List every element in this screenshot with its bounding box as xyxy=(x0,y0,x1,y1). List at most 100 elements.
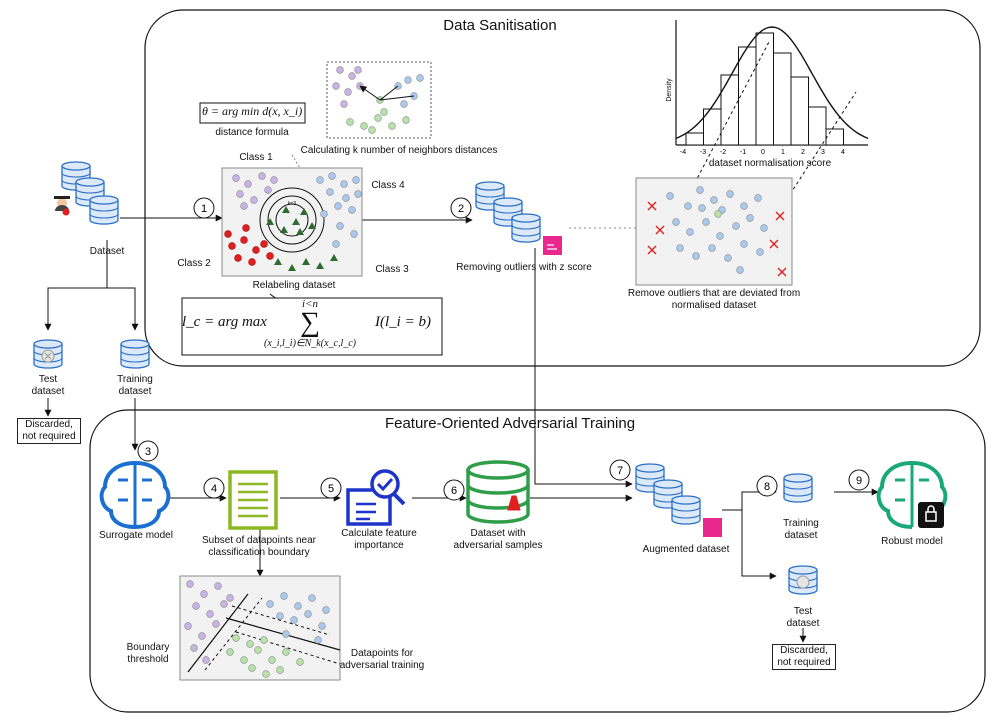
data-point xyxy=(334,202,342,210)
robust-label: Robust model xyxy=(881,536,943,547)
data-point xyxy=(336,222,344,230)
data-point-triangle xyxy=(292,218,300,225)
data-point xyxy=(326,188,334,196)
outlier-mark xyxy=(647,245,657,255)
data-point xyxy=(234,254,242,262)
training-dataset-bottom-label: Training dataset xyxy=(783,518,819,541)
augmented-label: Augmented dataset xyxy=(642,544,730,555)
step-number: 1 xyxy=(201,203,207,215)
adversarial-dataset-label: Dataset with adversarial samples xyxy=(453,528,543,551)
subset-label: Subset of datapoints near classification… xyxy=(202,535,316,558)
remove-outliers-note: Remove outliers that are deviated from n… xyxy=(627,288,801,311)
lc-formula-left: l_c = arg max xyxy=(182,314,267,330)
data-point xyxy=(404,76,412,84)
boundary-threshold-label: Boundary threshold xyxy=(126,642,170,665)
data-point xyxy=(724,254,732,262)
outlier-mark xyxy=(769,239,779,249)
data-point-triangle xyxy=(316,262,324,269)
test-dataset-bottom-label: Test dataset xyxy=(786,606,820,629)
augmented-dataset xyxy=(635,463,722,537)
knn-caption: Calculating k number of neighbors distan… xyxy=(300,145,498,156)
lc-formula-box xyxy=(181,297,443,356)
document-icon xyxy=(228,470,278,530)
data-point xyxy=(756,248,764,256)
theta-formula: θ = arg min d(x, x_i) xyxy=(202,104,303,118)
outlier-mark xyxy=(777,267,787,277)
adversarial-title: Feature-Oriented Adversarial Training xyxy=(384,415,636,432)
data-point xyxy=(402,116,410,124)
training-dataset-top xyxy=(120,339,150,369)
data-point xyxy=(400,100,408,108)
data-point xyxy=(260,240,268,248)
data-point xyxy=(250,196,258,204)
outlier-mark xyxy=(775,211,785,221)
data-point xyxy=(258,172,266,180)
step-number: 2 xyxy=(458,203,464,215)
sanitisation-title: Data Sanitisation xyxy=(443,17,557,34)
histogram-bar xyxy=(790,76,809,146)
data-point xyxy=(236,190,244,198)
histogram-bar xyxy=(720,74,739,146)
input-dataset xyxy=(54,161,119,225)
data-point xyxy=(754,194,762,202)
step-circle xyxy=(203,477,225,499)
data-point xyxy=(320,210,328,218)
data-point xyxy=(360,122,368,130)
histogram-bar xyxy=(773,52,792,146)
data-point xyxy=(318,622,326,630)
lc-sum-top: i<n xyxy=(302,298,318,310)
data-point xyxy=(252,246,260,254)
datapoints-adv-label: Datapoints for adversarial training xyxy=(339,648,425,671)
data-point xyxy=(282,630,290,638)
step-number: 6 xyxy=(451,485,457,497)
histogram-bar xyxy=(685,132,704,146)
histogram-tick: -3 xyxy=(700,149,706,156)
relabeling-label: Relabeling dataset xyxy=(252,280,336,291)
data-point xyxy=(348,72,356,80)
data-point xyxy=(192,602,200,610)
data-point xyxy=(212,620,220,628)
data-point xyxy=(316,176,324,184)
removing-outliers-label: Removing outliers with z score xyxy=(456,262,592,273)
adversarial-dataset-icon xyxy=(466,460,530,524)
data-point xyxy=(702,218,710,226)
lc-sum-bottom: (x_i,l_i)∈N_k(x_c,l_c) xyxy=(263,338,356,349)
data-point xyxy=(354,66,362,74)
data-point xyxy=(200,590,208,598)
data-point xyxy=(696,186,704,194)
data-point xyxy=(368,126,376,134)
data-point xyxy=(676,244,684,252)
data-point-triangle xyxy=(296,228,304,235)
data-point xyxy=(332,82,340,90)
data-point xyxy=(716,232,724,240)
class2-label: Class 2 xyxy=(177,258,211,269)
data-point xyxy=(198,632,206,640)
data-point xyxy=(304,610,312,618)
data-point-triangle xyxy=(300,208,308,215)
test-dataset-top xyxy=(33,339,63,369)
lc-formula-right: I(l_i = b) xyxy=(375,314,431,330)
histogram-tick: 3 xyxy=(821,149,825,156)
data-point xyxy=(280,592,288,600)
augmented-badge-icon xyxy=(703,518,722,537)
data-point xyxy=(232,174,240,182)
data-point xyxy=(342,194,350,202)
training-dataset-bottom xyxy=(783,473,813,503)
data-point xyxy=(740,202,748,210)
step-circle xyxy=(609,459,631,481)
data-point-triangle xyxy=(282,206,290,213)
data-point xyxy=(352,176,360,184)
step-circle xyxy=(848,469,870,491)
training-dataset-top-label: Training dataset xyxy=(117,374,153,397)
data-point xyxy=(268,656,276,664)
data-point xyxy=(340,100,348,108)
relabeling-plot: k=3 xyxy=(221,167,363,277)
adversarial-frame xyxy=(89,409,986,713)
histogram-tick: -1 xyxy=(740,149,746,156)
data-point xyxy=(708,244,716,252)
data-point xyxy=(740,240,748,248)
data-point xyxy=(710,196,718,204)
data-point xyxy=(346,118,354,126)
